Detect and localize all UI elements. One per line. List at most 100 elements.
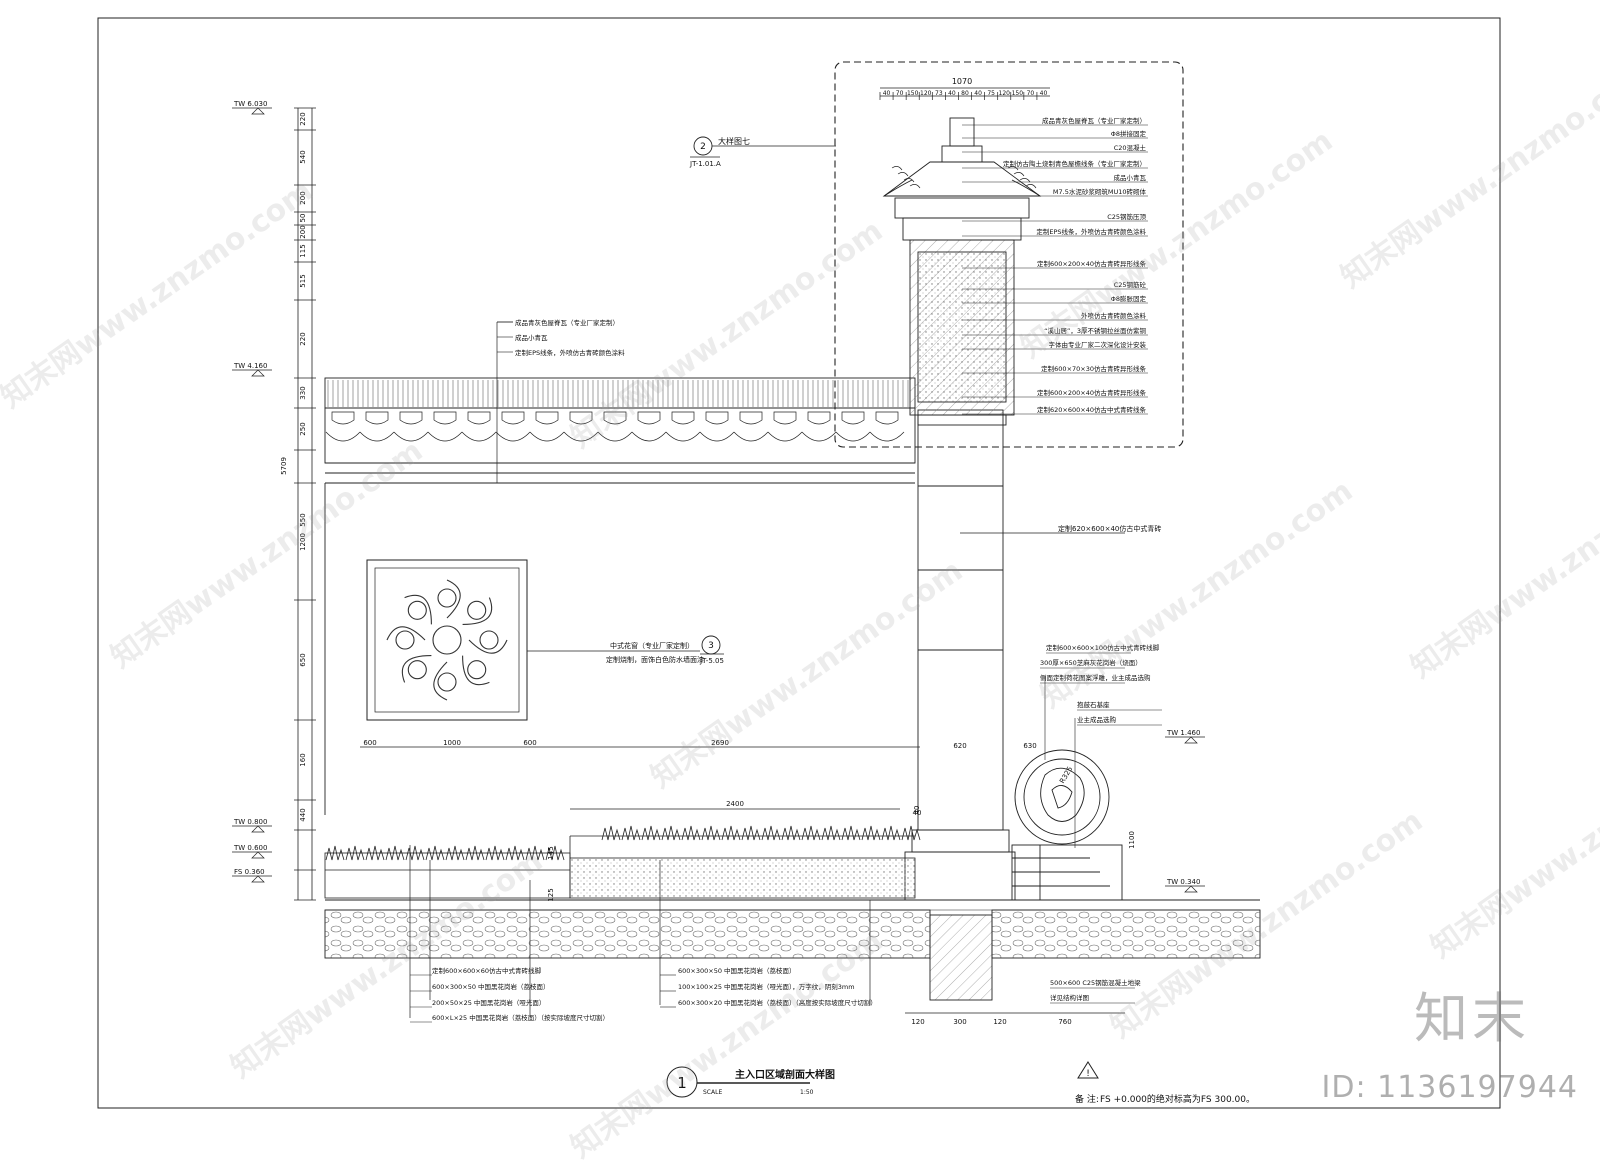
elevation-label: TW 6.030 <box>233 100 267 108</box>
left-dim-value: 440 <box>299 808 307 821</box>
detail-label: 定制600×200×40仿古青砖异形线条 <box>1037 259 1146 268</box>
left-dim-value: 200 <box>299 191 307 204</box>
detail-label: C25钢筋砼 <box>1114 280 1147 289</box>
left-dim-value: 220 <box>299 112 307 125</box>
misc-dim: 40 <box>913 806 921 815</box>
brand-logo: 知末 <box>1414 987 1530 1050</box>
top-dim-total: 1070 <box>952 77 972 86</box>
window-ref-sheet: JT-5.05 <box>699 657 724 665</box>
detail-label: M7.5水泥砂浆砌筑MU10砖砌体 <box>1053 187 1147 196</box>
horizontal-dim: 620 <box>953 742 966 750</box>
bottom-mid-label: 600×300×20 中国黑花岗岩（荔枝面）（高度按实际坡度尺寸切割） <box>678 998 877 1007</box>
top-dim-part: 150 <box>1012 90 1024 97</box>
misc-dim: 125 <box>547 888 555 901</box>
top-dim-part: 73 <box>935 90 943 97</box>
left-dim-value: 200 <box>299 225 307 238</box>
top-dimension-chain <box>880 87 1050 97</box>
window-ref-number: 3 <box>708 641 714 651</box>
sheet-border <box>97 17 1501 1109</box>
right-annotations: 定制600×600×100仿古中式青砖线脚300厚×650芝麻灰花岗岩（烧面）侧… <box>1040 643 1162 1004</box>
top-dim-part: 80 <box>961 90 969 97</box>
horizontal-dim: 600 <box>363 739 376 747</box>
detail-label: 成品小青瓦 <box>1114 173 1147 182</box>
bottom-mid-label: 600×300×50 中国黑花岗岩（荔枝面） <box>678 966 796 975</box>
elevation-label: TW 4.160 <box>233 362 267 370</box>
detail-label: 定制600×70×30仿古青砖异形线条 <box>1041 364 1146 373</box>
pillar-annotation: 定制620×600×40仿古中式青砖 <box>960 524 1161 534</box>
detail-ref-bubble: 2 大样图七 JT-1.01.A <box>689 136 836 168</box>
section-drawing: 2205402005020011551522033025057095501200… <box>97 17 1501 1109</box>
note-text: FS +0.000的绝对标高为FS 300.00。 <box>1100 1093 1255 1105</box>
drawing-title: 主入口区域剖面大样图 <box>735 1068 835 1081</box>
pillar-cap-detail <box>834 61 1184 448</box>
top-dim-part: 70 <box>896 90 904 97</box>
top-dim-part: 40 <box>974 90 982 97</box>
horizontal-dim: 300 <box>953 1018 966 1026</box>
right-label: 500×600 C25钢筋混凝土地梁 <box>1050 978 1141 987</box>
lattice-window <box>366 559 528 721</box>
top-dim-part: 70 <box>1027 90 1035 97</box>
detail-label: Φ8膨胀固定 <box>1111 294 1147 303</box>
right-label: 抱鼓石基座 <box>1077 700 1110 709</box>
left-dim-value: 50 <box>299 214 307 223</box>
detail-label: 成品青灰色屋脊瓦（专业厂家定制） <box>1042 116 1146 125</box>
top-dim-part: 150 <box>907 90 919 97</box>
detail-label: 定制620×600×40仿古中式青砖线条 <box>1037 405 1146 414</box>
bottom-left-label: 定制600×600×60仿古中式青砖线脚 <box>432 966 541 975</box>
bottom-mid-label: 100×100×25 中国黑花岗岩（哑光面），万字纹，阴刻3mm <box>678 982 855 991</box>
window-label-1: 中式花窗（专业厂家定制） <box>610 641 694 650</box>
left-dim-value: 250 <box>299 422 307 435</box>
detail-label: 字体由专业厂家二次深化设计安装 <box>1049 340 1147 349</box>
right-label: 详见结构详图 <box>1050 993 1089 1002</box>
detail-label: Φ8拼接固定 <box>1111 129 1147 138</box>
bottom-left-labels: 定制600×600×60仿古中式青砖线脚 600×300×50 中国黑花岗岩（荔枝… <box>410 966 609 1023</box>
detail-label: C25钢筋压顶 <box>1107 212 1146 221</box>
pillar-label: 定制620×600×40仿古中式青砖 <box>1058 524 1161 533</box>
left-dim-value: 550 <box>299 513 307 526</box>
window-annotation: 3 JT-5.05 中式花窗（专业厂家定制） 定制烧制，面饰白色防水墙面漆 <box>527 635 724 665</box>
bottom-left-label: 600×300×50 中国黑花岗岩（荔枝面） <box>432 982 550 991</box>
scale-label: SCALE <box>703 1089 722 1096</box>
left-dim-value: 5709 <box>280 457 288 475</box>
left-dim-value: 515 <box>299 274 307 287</box>
drawing-number: 1 <box>677 1074 687 1092</box>
detail-ref-sheet: JT-1.01.A <box>689 160 721 168</box>
window-label-2: 定制烧制，面饰白色防水墙面漆 <box>606 655 704 664</box>
bottom-left-label: 200×50×25 中国黑花岗岩（哑光面） <box>432 998 545 1007</box>
top-dim-part: 120 <box>999 90 1011 97</box>
left-dim-value: 540 <box>299 150 307 163</box>
drawing-title-block: 1 主入口区域剖面大样图 SCALE 1:50 <box>666 1066 835 1098</box>
gate-pillar <box>904 409 1016 1001</box>
detail-label: 外喷仿古青砖颜色涂料 <box>1081 311 1147 320</box>
elevation-label: TW 0.340 <box>1166 878 1200 886</box>
elevation-label: FS 0.360 <box>234 868 265 876</box>
horizontal-dim: 2690 <box>711 739 729 747</box>
bottom-mid-labels: 600×300×50 中国黑花岗岩（荔枝面） 100×100×25 中国黑花岗岩（… <box>660 966 877 1008</box>
detail-leaders: 成品青灰色屋脊瓦（专业厂家定制）Φ8拼接固定C20混凝土定制仿古陶土烧制青色屋檐… <box>962 116 1148 415</box>
bottom-left-leaders <box>409 845 531 1018</box>
horizontal-dim: 40 <box>913 809 922 817</box>
wall-label: 成品小青瓦 <box>515 333 548 342</box>
ground-section <box>324 899 1261 959</box>
top-dim-part: 40 <box>1040 90 1048 97</box>
detail-label: 定制600×200×40仿古青砖异形线条 <box>1037 388 1146 397</box>
top-dim-part: 75 <box>987 90 995 97</box>
bottom-mid-leaders <box>659 860 871 1005</box>
right-label: 定制600×600×100仿古中式青砖线脚 <box>1046 643 1160 652</box>
warning-icon: ! <box>1086 1069 1090 1079</box>
horizontal-dim: 2400 <box>726 800 744 808</box>
detail-label: C20混凝土 <box>1114 143 1147 152</box>
scale-value: 1:50 <box>800 1089 814 1096</box>
note-prefix: 备 注: <box>1075 1093 1099 1105</box>
right-label: 300厚×650芝麻灰花岗岩（烧面） <box>1040 658 1142 667</box>
left-dim-value: 650 <box>299 653 307 666</box>
misc-dim: 1100 <box>1128 831 1136 849</box>
left-dimension-ticks <box>294 107 316 901</box>
left-dim-value: 1200 <box>299 533 307 551</box>
right-label: 业主成品选购 <box>1077 715 1117 724</box>
top-dim-part: 120 <box>920 90 932 97</box>
detail-label: 定制EPS线条，外喷仿古青砖颜色涂料 <box>1036 227 1146 236</box>
